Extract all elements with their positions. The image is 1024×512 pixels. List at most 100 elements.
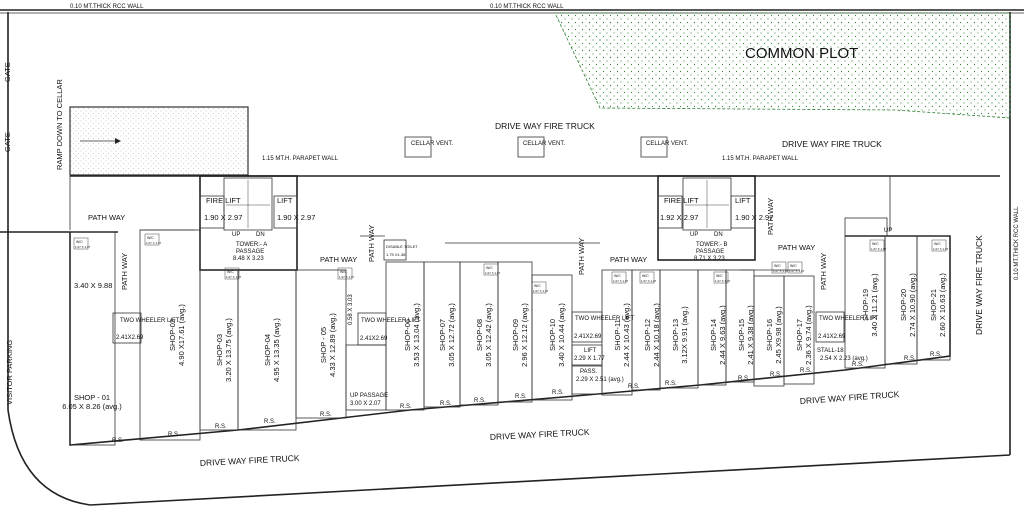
wc-label-1: W/C xyxy=(76,240,83,244)
rs-label-9: R.S. xyxy=(515,394,527,400)
fire-lift-a-size: 1.90 X 2.97 xyxy=(204,213,242,222)
wc-size-9: 1.07 X 1.07 xyxy=(715,279,731,283)
shop-label-19: SHOP-202.74 X 10.90 (avg.) xyxy=(899,273,917,337)
common-plot-area xyxy=(554,12,1011,119)
shop-label-20: SHOP-212.60 X 10.63 (avg.) xyxy=(929,273,947,337)
driveway-label-east: DRIVE WAY FIRE TRUCK xyxy=(974,235,984,335)
cellar-vent-3-label: CELLAR VENT. xyxy=(646,141,688,147)
rs-label-18: R.S. xyxy=(930,352,942,358)
rs-label-3: R.S. xyxy=(215,424,227,430)
wc-size-11: 1.07 X 1.07 xyxy=(789,269,805,273)
two-wheeler-lift-1-label: TWO WHEELER LIFT xyxy=(120,318,180,324)
lift-small xyxy=(571,344,603,366)
shop-outline-17 xyxy=(783,275,815,385)
wc-size-5: 1.07 X 1.07 xyxy=(485,271,501,275)
wc-unit-13 xyxy=(931,239,947,252)
pathway-label-3: PATH WAY xyxy=(320,255,357,264)
north-wall-label-right: 0.10 MT.THICK RCC WALL xyxy=(490,4,564,10)
shop-label-9: SHOP-092.96 X 12.12 (avg.) xyxy=(511,303,529,367)
visitor-parking-label: VISITOR PARKING xyxy=(5,340,14,405)
pathway-label-1: PATH WAY xyxy=(88,213,125,222)
rs-label-2: R.S. xyxy=(168,432,180,438)
pass-size: 2.29 X 2.51 (avg.) xyxy=(576,377,624,383)
wc-size-10: 1.07 X 1.07 xyxy=(773,269,789,273)
wc-label-4: W/C xyxy=(340,270,347,274)
shop-label-17: SHOP-172.36 X 9.74 (avg.) xyxy=(795,305,813,365)
shop-label-7: SHOP-073.05 X 12.72 (avg.) xyxy=(438,303,456,367)
building-outline xyxy=(0,175,1000,446)
shop-label-3: SHOP-033.20 X 13.75 (avg.) xyxy=(215,318,233,382)
pathway-label-5: PATH WAY xyxy=(577,238,586,275)
lift-b-label: LIFT xyxy=(735,196,751,205)
stall-size: 2.54 X 2.23 (avg.) xyxy=(820,356,868,362)
shop-label-13: SHOP-133.12X 9.91 (avg.) xyxy=(671,306,689,364)
driveway-label-top-center: DRIVE WAY FIRE TRUCK xyxy=(495,121,595,131)
stair-b-up: UP xyxy=(690,232,698,238)
wc-size-8: 1.07 X 1.07 xyxy=(641,279,657,283)
gate-label-upper: GATE xyxy=(3,62,12,82)
disable-toilet-label: DISABLE TOILET xyxy=(386,244,418,249)
wc-label-12: W/C xyxy=(872,242,879,246)
lift-a-label: LIFT xyxy=(277,196,293,205)
wc-size-6: 1.07 X 1.07 xyxy=(533,289,549,293)
rs-label-5: R.S. xyxy=(320,412,332,418)
ramp-label: RAMP DOWN TO CELLAR xyxy=(55,79,64,170)
shop-label-16: SHOP-162.45 X9.98 (avg.) xyxy=(765,306,783,364)
wc-unit-3 xyxy=(224,267,240,280)
rs-label-7: R.S. xyxy=(440,401,452,407)
wc-unit-8 xyxy=(639,271,655,284)
tower-b-sub: PASSAGE xyxy=(696,249,724,255)
rs-label-12: R.S. xyxy=(665,381,677,387)
driveway-label-bottom-right: DRIVE WAY FIRE TRUCK xyxy=(799,389,900,406)
shop-label-5: SHOP - 054.33 X 12.89 (avg.) xyxy=(319,313,337,377)
wc-unit-1 xyxy=(73,237,89,250)
cellar-vent-2 xyxy=(517,136,545,158)
east-stair xyxy=(844,217,888,237)
lift-a-size: 1.90 X 2.97 xyxy=(277,213,315,222)
driveway-label-top-right: DRIVE WAY FIRE TRUCK xyxy=(782,139,882,149)
corner-room-size: 3.40 X 9.88 xyxy=(74,281,112,290)
wc-unit-4 xyxy=(337,267,353,280)
shop-label-14: SHOP-142.44 X 9.63 (avg.) xyxy=(709,305,727,365)
parapet-label-a: 1.15 MT.H. PARAPET WALL xyxy=(262,156,339,162)
wc-label-10: W/C xyxy=(774,264,781,268)
shop-outline-20 xyxy=(916,235,951,361)
pass-label: PASS. xyxy=(580,369,598,375)
tower-a-name: TOWER:- A xyxy=(236,242,267,248)
wc-label-5: W/C xyxy=(486,266,493,270)
tower-a-sub: PASSAGE xyxy=(236,249,264,255)
wc-unit-12 xyxy=(869,239,885,252)
stair-a-dn: DN xyxy=(256,232,265,238)
pathway-label-8: PATH WAY xyxy=(778,243,815,252)
rs-label-4: R.S. xyxy=(264,419,276,425)
pathway-label-6: PATH WAY xyxy=(610,255,647,264)
wc-size-3: 1.07 X 1.07 xyxy=(226,275,242,279)
disable-toilet-size: 1.75 X1.36 xyxy=(386,252,406,257)
two-wheeler-lift-4-size: 2.41X2.69 xyxy=(818,334,846,340)
disable-toilet xyxy=(383,239,407,261)
two-wheeler-lift-1-size: 2.41X2.69 xyxy=(116,335,144,341)
lift-small-label: LIFT xyxy=(584,348,597,354)
up-passage-size: 3.00 X 2.07 xyxy=(350,401,381,407)
rs-label-10: R.S. xyxy=(552,390,564,396)
gate-label-lower: GATE xyxy=(3,132,12,152)
shop-label-18: SHOP-193.40 X 11.21 (avg.) xyxy=(861,273,879,337)
lift-small-size: 2.29 X 1.77 xyxy=(574,356,605,362)
two-wheeler-lift-2-label: TWO WHEELER LIFT xyxy=(361,318,421,324)
rs-label-13: R.S. xyxy=(738,376,750,382)
tower-b-name: TOWER:- B xyxy=(696,242,728,248)
rs-label-1: R.S. xyxy=(112,438,124,444)
two-wheeler-lift-4-label: TWO WHEELER LIFT xyxy=(819,316,879,322)
shop-label-10: SHOP-103.40 X 10.44 (avg.) xyxy=(548,303,566,367)
shop-label-12: SHOP-122.44 X 10.18 (avg.) xyxy=(643,303,661,367)
rs-label-6: R.S. xyxy=(400,404,412,410)
east-stair-up: UP xyxy=(884,228,892,234)
two-wheeler-lift-1 xyxy=(112,312,142,344)
pathway-label-7: PATH WAY xyxy=(766,198,775,235)
shop-label-2: SHOP-024.90 X17.61 (avg.) xyxy=(168,304,186,366)
cellar-vent-3 xyxy=(640,136,668,158)
stair-core-b xyxy=(657,175,756,261)
two-wheeler-lift-3-size: 2.41X2.69 xyxy=(574,334,602,340)
